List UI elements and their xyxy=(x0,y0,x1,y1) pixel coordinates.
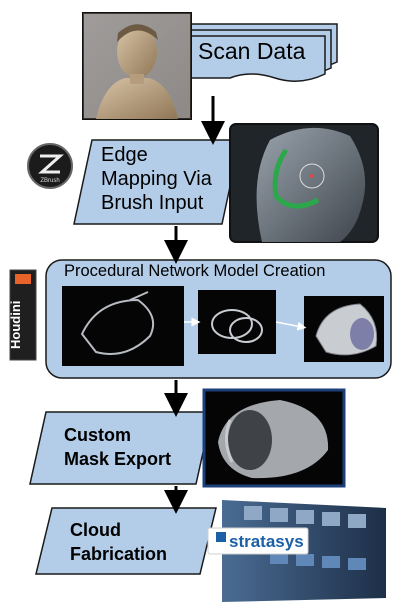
houdini-logo xyxy=(9,269,37,361)
edge-mapping-label: Edge Mapping Via Brush Input xyxy=(101,143,212,215)
zbrush-logo-text: ZBrush xyxy=(40,178,60,184)
scan-data-boxes xyxy=(169,23,338,82)
network-render-3 xyxy=(304,296,384,362)
scan-data-label: Scan Data xyxy=(198,38,306,64)
edge-mapping-line-2: Mapping Via xyxy=(101,168,212,190)
fab-line-2: Fabrication xyxy=(70,544,168,564)
fab-box xyxy=(35,507,217,575)
zbrush-logo xyxy=(27,143,73,189)
export-render xyxy=(202,388,346,488)
network-title: Procedural Network Model Creation xyxy=(64,262,326,280)
fab-line-1: Cloud xyxy=(70,520,121,540)
export-label: Custom Mask Export xyxy=(64,423,171,471)
stratasys-brand: stratasys xyxy=(229,532,304,551)
network-render-1 xyxy=(62,286,184,366)
edge-mapping-render xyxy=(229,123,379,243)
network-connectors xyxy=(184,317,307,331)
export-box xyxy=(29,411,213,485)
export-line-2: Mask Export xyxy=(64,449,172,469)
edge-mapping-line-3: Brush Input xyxy=(101,192,204,214)
edge-mapping-line-1: Edge xyxy=(101,144,148,166)
scan-photo xyxy=(82,12,192,120)
edge-mapping-box xyxy=(73,139,241,225)
houdini-logo-text: Houdini xyxy=(8,300,23,350)
fab-label: Cloud Fabrication xyxy=(70,518,167,566)
network-render-2 xyxy=(198,290,276,354)
flow-arrows xyxy=(164,96,225,514)
export-line-1: Custom xyxy=(64,425,131,445)
fab-servers xyxy=(207,500,386,602)
